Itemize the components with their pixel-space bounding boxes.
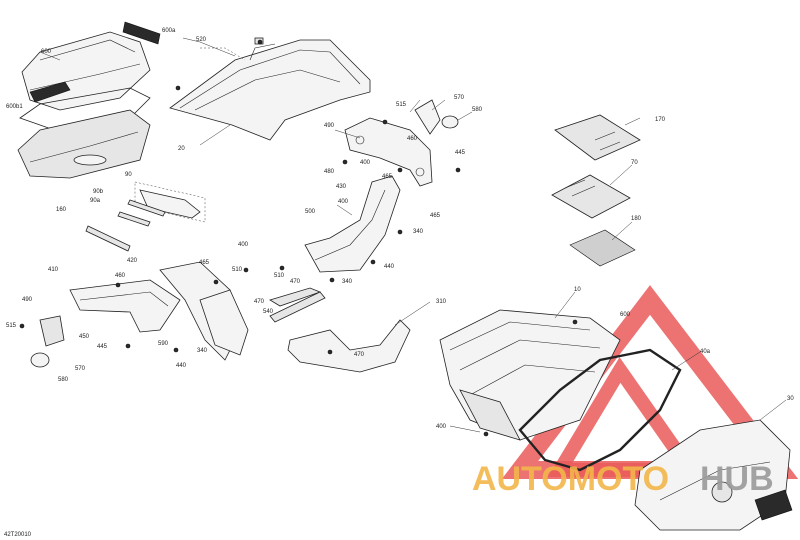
label-510b: 510 [232, 267, 243, 273]
plate-450 [39, 315, 65, 347]
label-540: 540 [263, 309, 274, 315]
handle-310-group [269, 291, 411, 373]
storage-tray [17, 109, 151, 179]
label-310: 310 [436, 299, 447, 305]
label-570a: 570 [454, 95, 465, 101]
label-420: 420 [127, 258, 138, 264]
label-515b: 515 [6, 323, 17, 329]
label-340c: 340 [197, 348, 208, 354]
label-90a: 90a [90, 198, 101, 204]
label-590: 590 [158, 341, 169, 347]
lower-left-bracket-group [30, 261, 249, 368]
frame-arm-430 [304, 175, 401, 273]
label-600: 600 [41, 49, 52, 55]
handle-600 [29, 81, 71, 103]
label-10: 10 [574, 287, 581, 293]
wrench-90a [117, 211, 151, 227]
label-440b: 440 [176, 363, 187, 369]
label-490: 490 [324, 123, 335, 129]
card-180 [569, 229, 636, 267]
label-600a: 600a [162, 28, 176, 34]
label-465c: 465 [199, 260, 210, 266]
label-450: 450 [79, 334, 90, 340]
label-600-bin: 600 [620, 312, 631, 318]
label-400c: 400 [436, 424, 447, 430]
manual-170 [554, 114, 641, 161]
floor-panel-20 [169, 39, 371, 141]
label-340a: 340 [413, 229, 424, 235]
arm-570 [414, 99, 441, 135]
label-430: 430 [336, 184, 347, 190]
label-510a: 510 [274, 273, 285, 279]
label-90b: 90b [93, 189, 104, 195]
label-170: 170 [655, 117, 666, 123]
label-460a: 460 [407, 136, 418, 142]
label-70: 70 [631, 160, 638, 166]
cap-580b [30, 352, 50, 368]
label-465b: 465 [430, 213, 441, 219]
leader-lines [39, 37, 787, 433]
callout-labels: 600a 600 600b1 520 20 515 570 580 490 46… [6, 28, 794, 430]
watermark-triangle-inner [547, 357, 704, 477]
label-340b: 340 [342, 279, 353, 285]
label-470a: 470 [290, 279, 301, 285]
cover-knob [711, 481, 733, 503]
rear-storage-group [439, 309, 793, 531]
watermark-text-hub: HUB [700, 460, 774, 498]
strap-540 [269, 291, 326, 323]
tube-handle-310 [287, 319, 411, 373]
label-90: 90 [125, 172, 132, 178]
documents-group [551, 114, 641, 267]
watermark-text-automoto: AUTOMOTO [472, 460, 669, 498]
watermark-text: AUTOMOTO HUB [472, 460, 774, 498]
label-40a: 40a [700, 349, 711, 355]
label-400c2: 400 [238, 242, 249, 248]
label-440a: 440 [384, 264, 395, 270]
tool-kit-90 [139, 189, 201, 219]
fasteners [19, 39, 578, 437]
label-470c: 470 [354, 352, 365, 358]
label-160: 160 [56, 207, 67, 213]
tool-90b [127, 199, 166, 217]
side-plate-590 [199, 289, 249, 356]
tools-group [85, 181, 206, 252]
label-400a: 400 [360, 160, 371, 166]
label-480a: 480 [324, 169, 335, 175]
latch-600a [122, 21, 161, 45]
label-30: 30 [787, 396, 794, 402]
bin-wall [459, 389, 521, 441]
frame-arm-group [269, 175, 401, 307]
bracket-490 [344, 117, 433, 187]
rail-410 [69, 279, 181, 333]
latch-cover [754, 489, 793, 521]
label-570b: 570 [75, 366, 86, 372]
label-520: 520 [196, 37, 207, 43]
label-600b: 600b1 [6, 104, 23, 110]
storage-box-group [17, 21, 161, 179]
label-515a: 515 [396, 102, 407, 108]
label-580b: 580 [58, 377, 69, 383]
label-410: 410 [48, 267, 59, 273]
label-465a: 465 [382, 174, 393, 180]
bracket-490-group [344, 99, 459, 187]
cap-580 [441, 115, 459, 129]
wrench-160 [85, 225, 131, 252]
manual-70 [551, 174, 631, 219]
label-445a: 445 [455, 150, 466, 156]
label-580a: 580 [472, 107, 483, 113]
label-20: 20 [178, 146, 185, 152]
label-400b2: 400 [338, 199, 349, 205]
label-460b: 460 [115, 273, 126, 279]
label-180: 180 [631, 216, 642, 222]
label-470b: 470 [254, 299, 265, 305]
seal-40a [518, 348, 682, 472]
label-490b: 490 [22, 297, 33, 303]
label-500: 500 [305, 209, 316, 215]
figure-reference: 42T20010 [4, 532, 32, 538]
floor-panel-group [169, 37, 371, 141]
label-445b: 445 [97, 344, 108, 350]
